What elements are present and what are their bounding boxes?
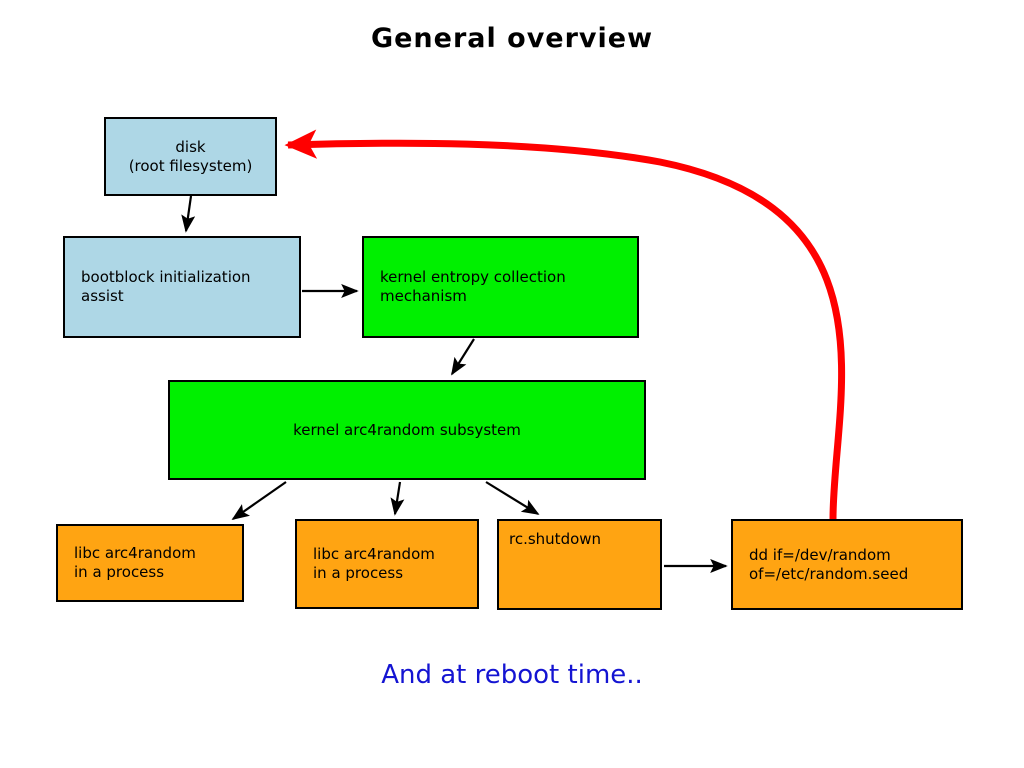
reboot-note: And at reboot time.. (381, 660, 643, 690)
edge-arc4-to-rcshutdown (485, 481, 540, 515)
node-dd-label: dd if=/dev/random of=/etc/random.seed (749, 545, 909, 583)
edge-arc4-to-libc2 (390, 481, 405, 516)
node-bootblock-initialization-assist[interactable]: bootblock initialization assist (63, 236, 301, 338)
node-bootblock-label: bootblock initialization assist (81, 268, 251, 305)
node-libc2-label: libc arc4random in a process (313, 545, 435, 582)
edge-entropy-to-arc4 (451, 338, 475, 376)
node-kernel-arc4random-subsystem[interactable]: kernel arc4random subsystem (168, 380, 646, 480)
node-arc4-label: kernel arc4random subsystem (293, 420, 521, 439)
page-title: General overview (370, 23, 654, 54)
node-disk-label: disk (root filesystem) (128, 137, 253, 175)
node-entropy-label: kernel entropy collection mechanism (380, 268, 566, 305)
node-kernel-entropy-collection-mechanism[interactable]: kernel entropy collection mechanism (362, 236, 639, 338)
node-rcshutdown-label: rc.shutdown (509, 530, 602, 548)
node-libc-arc4random-process-1[interactable]: libc arc4random in a process (56, 524, 244, 602)
node-libc-arc4random-process-2[interactable]: libc arc4random in a process (295, 519, 479, 609)
node-libc1-label: libc arc4random in a process (74, 544, 196, 581)
edge-dd-to-disk-feedback (284, 129, 846, 520)
node-disk[interactable]: disk (root filesystem) (104, 117, 277, 196)
node-rc-shutdown[interactable]: rc.shutdown (497, 519, 662, 610)
edge-disk-to-bootblock (181, 195, 196, 233)
node-dd-random-seed[interactable]: dd if=/dev/random of=/etc/random.seed (731, 519, 963, 610)
edge-arc4-to-libc1 (231, 481, 287, 521)
